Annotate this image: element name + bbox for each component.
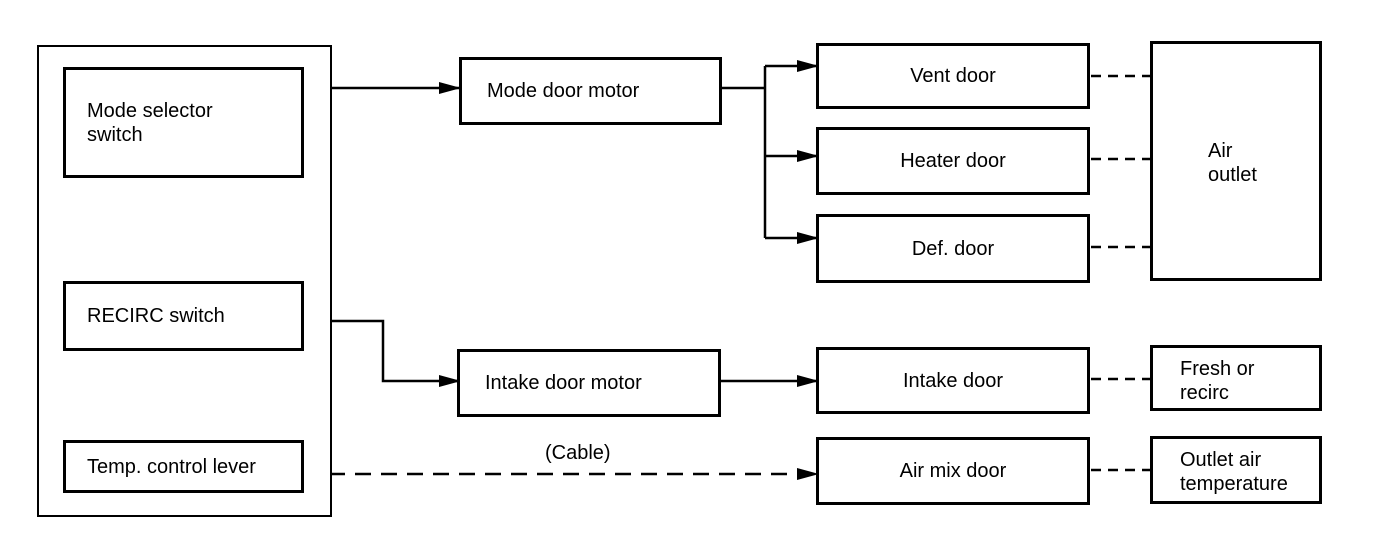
- air-outlet-box: Air outlet: [1150, 41, 1322, 281]
- intake-door-motor-label: Intake door motor: [485, 372, 642, 394]
- recirc-switch-box: RECIRC switch: [63, 281, 304, 351]
- air-mix-door-box: Air mix door: [816, 437, 1090, 505]
- vent-door-box: Vent door: [816, 43, 1090, 109]
- recirc-switch-label: RECIRC switch: [87, 305, 225, 327]
- intake-door-motor-box: Intake door motor: [457, 349, 721, 417]
- def-door-label: Def. door: [911, 237, 995, 260]
- mode-door-motor-label: Mode door motor: [487, 80, 640, 102]
- def-door-box: Def. door: [816, 214, 1090, 283]
- mode-selector-switch-box: Mode selector switch: [63, 67, 304, 178]
- heater-door-box: Heater door: [816, 127, 1090, 195]
- fresh-or-recirc-label: Fresh or recirc: [1180, 358, 1255, 404]
- recirc-to-motor-line: [303, 319, 461, 387]
- intake-door-label: Intake door: [902, 369, 1004, 392]
- fresh-or-recirc-box: Fresh or recirc: [1150, 345, 1322, 411]
- temp-control-lever-box: Temp. control lever: [63, 440, 304, 493]
- intake-door-box: Intake door: [816, 347, 1090, 414]
- heater-door-label: Heater door: [900, 150, 1006, 172]
- air-mix-door-label: Air mix door: [899, 460, 1007, 482]
- outlet-air-temperature-label: Outlet air temperature: [1180, 449, 1288, 495]
- vent-door-label: Vent door: [910, 65, 996, 87]
- outlet-air-temperature-box: Outlet air temperature: [1150, 436, 1322, 504]
- cable-label: (Cable): [545, 442, 611, 464]
- temp-control-lever-label: Temp. control lever: [87, 455, 256, 478]
- mode-selector-switch-label: Mode selector switch: [87, 99, 213, 146]
- mode-door-motor-box: Mode door motor: [459, 57, 722, 125]
- air-outlet-label: Air outlet: [1208, 140, 1257, 186]
